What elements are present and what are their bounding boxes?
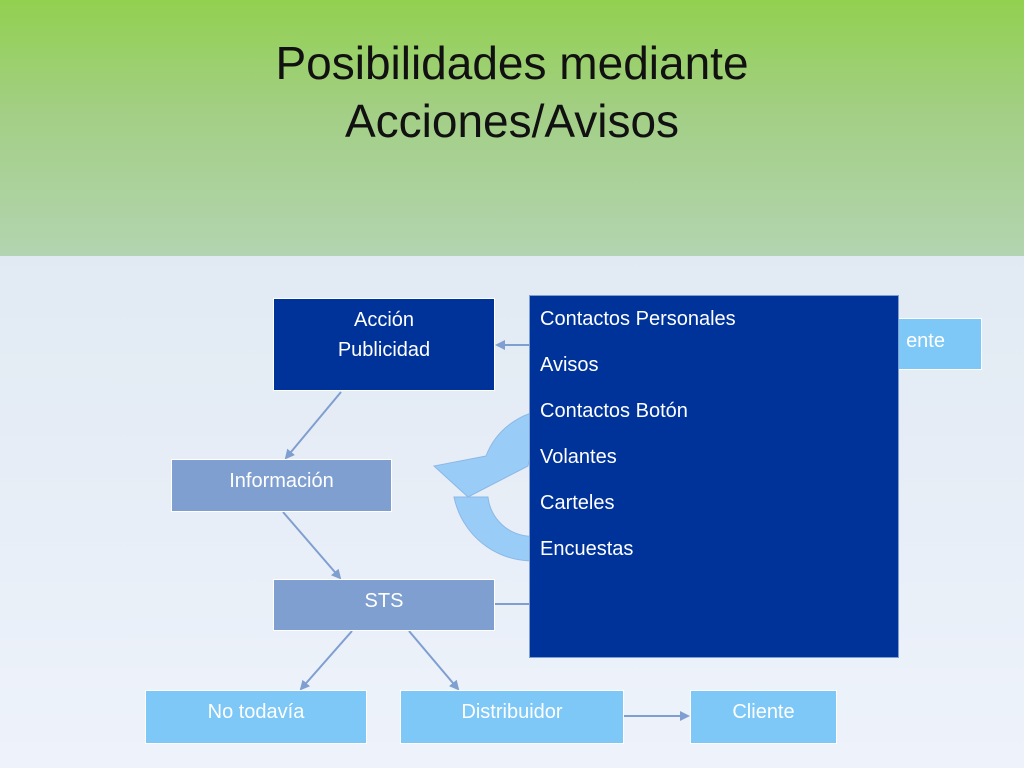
connector-sts-to-distribuidor: [408, 630, 460, 691]
connector-sts-to-no-todavia: [299, 630, 353, 691]
connector-accion-to-informacion: [284, 391, 342, 460]
slide-title-line-2: Acciones/Avisos: [344, 95, 680, 147]
distribuidor-label: Distribuidor: [461, 701, 563, 723]
no-todavia-label: No todavía: [207, 701, 305, 723]
cliente-bottom-label: Cliente: [732, 701, 795, 723]
cliente-bottom-box: Cliente: [690, 690, 837, 744]
distribuidor-box: Distribuidor: [400, 690, 624, 744]
slide-title: Posibilidades mediante Acciones/Avisos: [0, 34, 1024, 150]
informacion-box: Información: [171, 459, 392, 512]
informacion-label: Información: [229, 470, 334, 492]
list-item: Contactos Botón: [540, 400, 688, 422]
slide-header: [0, 0, 1024, 256]
connector-informacion-to-sts: [282, 511, 342, 580]
cliente-top-label: ente: [906, 330, 945, 352]
sts-box: STS: [273, 579, 495, 631]
list-item: Contactos Personales: [540, 308, 736, 330]
accion-label-line-2: Publicidad: [337, 339, 431, 361]
accion-label-line-1: Acción: [353, 309, 415, 331]
list-item: Carteles: [540, 492, 615, 514]
slide-title-line-1: Posibilidades mediante: [275, 37, 749, 89]
actions-list-popup: Contactos Personales Avisos Contactos Bo…: [529, 295, 899, 658]
list-item: Encuestas: [540, 538, 634, 560]
no-todavia-box: No todavía: [145, 690, 367, 744]
list-item: Volantes: [540, 446, 617, 468]
accion-publicidad-box: Acción Publicidad: [273, 298, 495, 391]
list-item: Avisos: [540, 354, 599, 376]
sts-label: STS: [364, 590, 404, 612]
